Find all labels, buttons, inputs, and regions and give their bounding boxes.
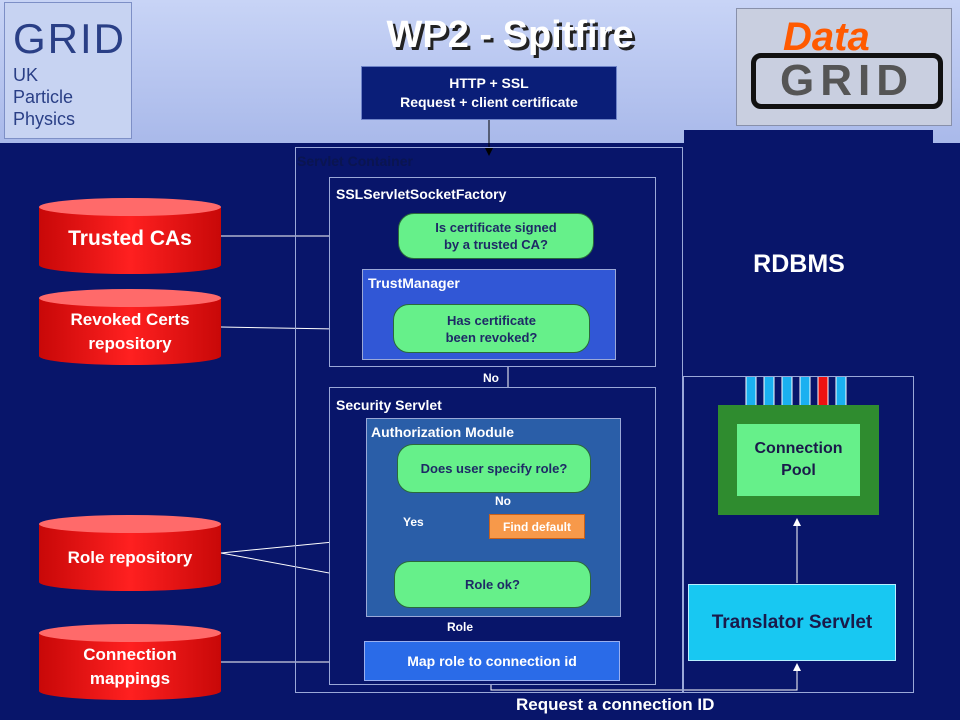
- datagrid-logo-grid: GRID: [751, 53, 943, 109]
- revoked-certs-line2: repository: [88, 334, 172, 353]
- cert-signed-line2: by a trusted CA?: [443, 237, 548, 252]
- connection-mappings-label: Connection mappings: [39, 641, 221, 693]
- cert-signed-line1: Is certificate signed: [435, 220, 557, 235]
- role-repository-label: Role repository: [67, 548, 193, 567]
- connection-pool-line2: Pool: [781, 462, 816, 479]
- connection-pool-line1: Connection: [754, 440, 843, 457]
- specify-role-check: Does user specify role?: [397, 444, 591, 493]
- edge-label-role: Role: [447, 620, 474, 634]
- revoked-certs-line1: Revoked Certs: [70, 310, 190, 329]
- rdbms-panel: [684, 130, 933, 376]
- datagrid-logo-data: Data: [783, 15, 870, 59]
- cert-signed-check: Is certificate signed by a trusted CA?: [398, 213, 594, 259]
- gridpp-logo-uk: UK: [13, 65, 39, 85]
- edge-label-yes: Yes: [403, 515, 424, 529]
- translator-servlet-box: Translator Servlet: [688, 584, 896, 661]
- role-repository-cylinder: [39, 515, 221, 591]
- http-request-line2: Request + client certificate: [400, 94, 578, 110]
- translator-frame: [683, 376, 914, 693]
- datagrid-logo: Data GRID: [736, 8, 952, 126]
- security-servlet-label: Security Servlet: [336, 397, 442, 413]
- edge-label-no-role: No: [495, 494, 511, 508]
- gridpp-logo-grid: GRID: [13, 15, 126, 62]
- connection-mappings-line1: Connection: [83, 645, 177, 664]
- rdbms-label: RDBMS: [753, 249, 845, 278]
- request-connection-id-label: Request a connection ID: [516, 695, 715, 714]
- gridpp-logo: GRID UK Particle Physics: [4, 2, 132, 139]
- revoked-certs-label: Revoked Certs repository: [39, 306, 221, 358]
- connection-mappings-line2: mappings: [89, 669, 171, 688]
- map-role-box: Map role to connection id: [364, 641, 620, 681]
- cert-revoked-line2: been revoked?: [445, 329, 538, 345]
- http-request-line1: HTTP + SSL: [449, 75, 529, 91]
- servlet-container-frame: [295, 147, 683, 693]
- authorization-module-label: Authorization Module: [371, 424, 515, 440]
- cert-revoked-line1: Has certificate: [447, 312, 536, 328]
- role-ok-check: Role ok?: [394, 561, 591, 608]
- gridpp-logo-physics: Physics: [13, 109, 76, 129]
- connection-mappings-cylinder: [39, 624, 221, 700]
- http-request-box: HTTP + SSL Request + client certificate: [361, 66, 617, 120]
- cert-revoked-check: Has certificate been revoked?: [393, 304, 590, 353]
- ssl-factory-label: SSLServletSocketFactory: [336, 186, 507, 202]
- trusted-cas-cylinder: [39, 198, 221, 274]
- slide-title: WP2 - Spitfire: [386, 14, 634, 56]
- trusted-cas-label: Trusted CAs: [68, 227, 192, 250]
- trust-manager-label: TrustManager: [368, 275, 460, 291]
- edge-label-no-revoked: No: [483, 371, 499, 385]
- gridpp-logo-particle: Particle: [13, 87, 74, 107]
- connection-pool-box: Connection Pool: [737, 424, 860, 496]
- revoked-certs-cylinder: [39, 289, 221, 365]
- servlet-container-label: Servlet Container: [297, 153, 413, 169]
- find-default-box: Find default: [489, 514, 585, 539]
